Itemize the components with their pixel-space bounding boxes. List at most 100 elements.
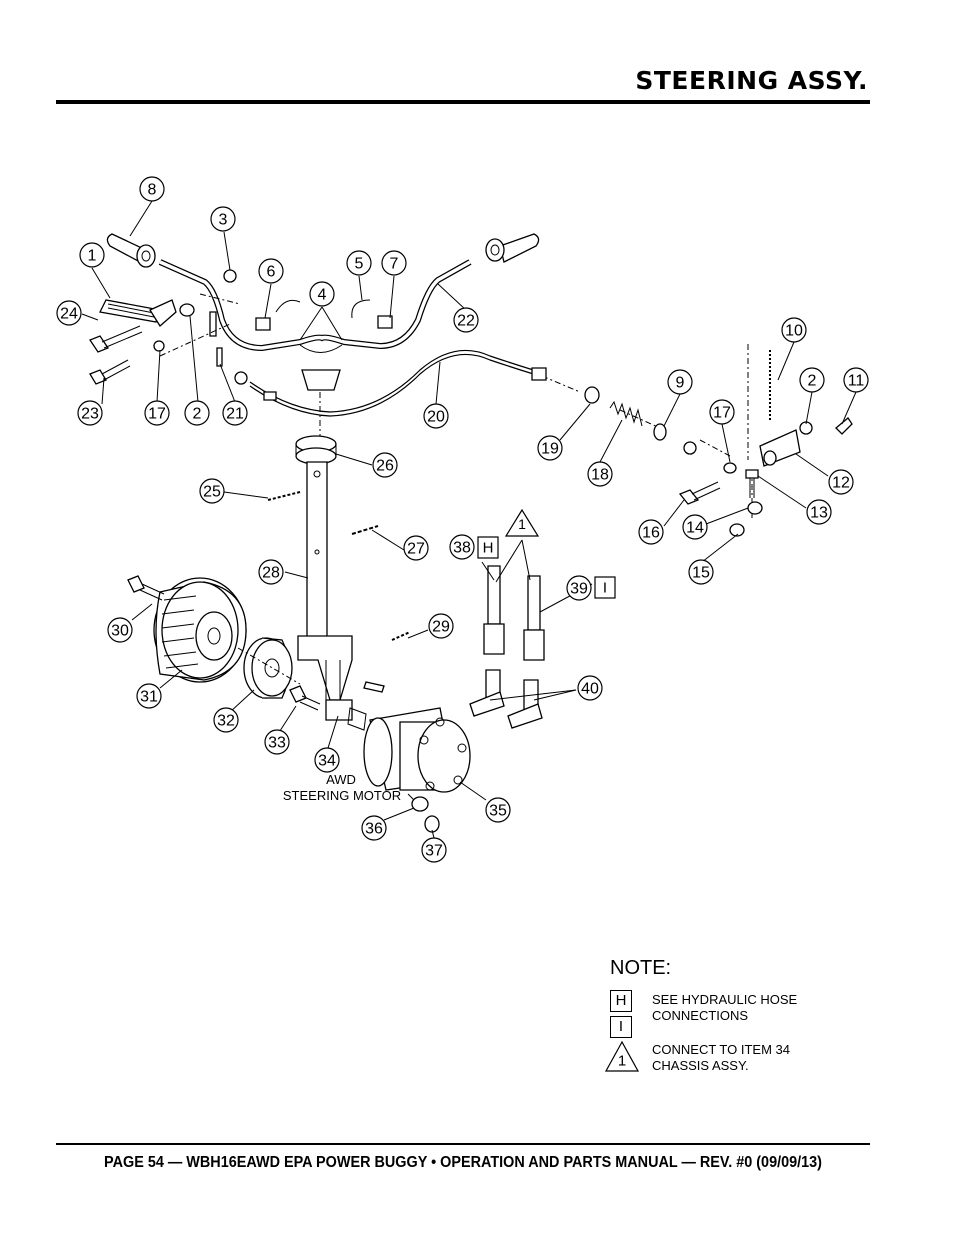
grip-right [485, 233, 540, 263]
svg-text:13: 13 [810, 505, 828, 522]
svg-text:37: 37 [425, 843, 443, 860]
callout-7: 7 [381, 250, 407, 276]
callout-9: 9 [667, 369, 693, 395]
svg-text:24: 24 [60, 306, 78, 323]
footer-rule [56, 1143, 870, 1145]
callout-30: 30 [107, 617, 133, 643]
motor-label-line1: AWD [326, 772, 356, 787]
callout-24: 24 [56, 300, 82, 326]
callout-29: 29 [428, 613, 454, 639]
svg-text:36: 36 [365, 821, 383, 838]
nut-14 [747, 501, 763, 515]
page-title: STEERING ASSY. [635, 66, 868, 95]
svg-text:2: 2 [808, 373, 817, 390]
callout-17: 17 [709, 399, 735, 425]
callout-11: 11 [843, 367, 869, 393]
svg-text:25: 25 [203, 484, 221, 501]
svg-text:1: 1 [88, 248, 97, 265]
callout-10: 10 [781, 317, 807, 343]
callout-17: 17 [144, 400, 170, 426]
brake-lever [99, 299, 177, 327]
steering-column [295, 435, 353, 721]
callout-35: 35 [485, 797, 511, 823]
svg-text:19: 19 [541, 441, 559, 458]
callout-21: 21 [222, 400, 248, 426]
svg-text:15: 15 [692, 565, 710, 582]
callout-40: 40 [577, 675, 603, 701]
bolt-13 [745, 469, 759, 498]
hose-ref-i: I [594, 576, 616, 599]
motor-label-line2: STEERING MOTOR [283, 788, 401, 803]
callout-22: 22 [453, 307, 479, 333]
bolt-33 [289, 685, 321, 711]
bracket-12 [759, 350, 853, 467]
svg-text:22: 22 [457, 313, 475, 330]
note-triangle-icon: 1 [604, 1040, 640, 1072]
svg-text:9: 9 [676, 375, 685, 392]
svg-text:17: 17 [148, 406, 166, 423]
callout-39: 39 [566, 575, 592, 601]
svg-text:6: 6 [267, 264, 276, 281]
svg-text:1: 1 [518, 516, 526, 532]
small-hardware [153, 269, 393, 385]
svg-text:1: 1 [618, 1053, 626, 1070]
svg-text:10: 10 [785, 323, 803, 340]
svg-text:8: 8 [148, 182, 157, 199]
hoses [469, 565, 545, 729]
note-text-triangle-line2: CHASSIS ASSY. [652, 1058, 749, 1073]
svg-text:14: 14 [686, 520, 704, 537]
steering-motor [347, 681, 471, 793]
callout-14: 14 [682, 514, 708, 540]
callout-31: 31 [136, 683, 162, 709]
svg-text:39: 39 [570, 581, 588, 598]
svg-text:4: 4 [318, 287, 327, 304]
leader-lines [81, 200, 857, 839]
callout-1: 1 [79, 242, 105, 268]
callout-15: 15 [688, 559, 714, 585]
bolt-16 [678, 481, 721, 505]
svg-text:30: 30 [111, 623, 129, 640]
svg-text:27: 27 [407, 541, 425, 558]
svg-text:31: 31 [140, 689, 158, 706]
svg-text:3: 3 [219, 212, 228, 229]
svg-text:20: 20 [427, 409, 445, 426]
svg-text:5: 5 [355, 256, 364, 273]
washer-36 [411, 796, 429, 812]
callout-25: 25 [199, 478, 225, 504]
svg-text:2: 2 [193, 406, 202, 423]
svg-text:7: 7 [390, 256, 399, 273]
svg-text:33: 33 [268, 735, 286, 752]
svg-text:17: 17 [713, 405, 731, 422]
svg-text:H: H [483, 540, 494, 557]
note-text-triangle: CONNECT TO ITEM 34 CHASSIS ASSY. [652, 1042, 790, 1074]
svg-text:29: 29 [432, 619, 450, 636]
callout-38: 38 [449, 534, 475, 560]
callout-13: 13 [806, 499, 832, 525]
note-heading: NOTE: [610, 957, 672, 979]
callout-37: 37 [421, 837, 447, 863]
callout-23: 23 [77, 400, 103, 426]
note-text-h-line2: CONNECTIONS [652, 1008, 749, 1023]
page-footer: PAGE 54 — WBH16EAWD EPA POWER BUGGY • OP… [104, 1154, 822, 1171]
handlebar-22 [158, 259, 472, 391]
svg-text:34: 34 [318, 753, 336, 770]
grip-left [106, 233, 156, 268]
callout-5: 5 [346, 250, 372, 276]
callout-28: 28 [258, 559, 284, 585]
callout-26: 26 [372, 452, 398, 478]
nut-37 [424, 815, 440, 833]
hub-32 [243, 637, 293, 699]
callout-36: 36 [361, 815, 387, 841]
wheel-31 [153, 577, 247, 683]
svg-text:26: 26 [376, 458, 394, 475]
callout-4: 4 [309, 281, 335, 307]
svg-text:12: 12 [832, 475, 850, 492]
svg-text:I: I [603, 580, 607, 597]
triangle-ref: 1 [504, 508, 540, 537]
svg-text:21: 21 [226, 406, 244, 423]
callout-19: 19 [537, 435, 563, 461]
bolt-23 [89, 359, 131, 385]
svg-text:32: 32 [217, 713, 235, 730]
